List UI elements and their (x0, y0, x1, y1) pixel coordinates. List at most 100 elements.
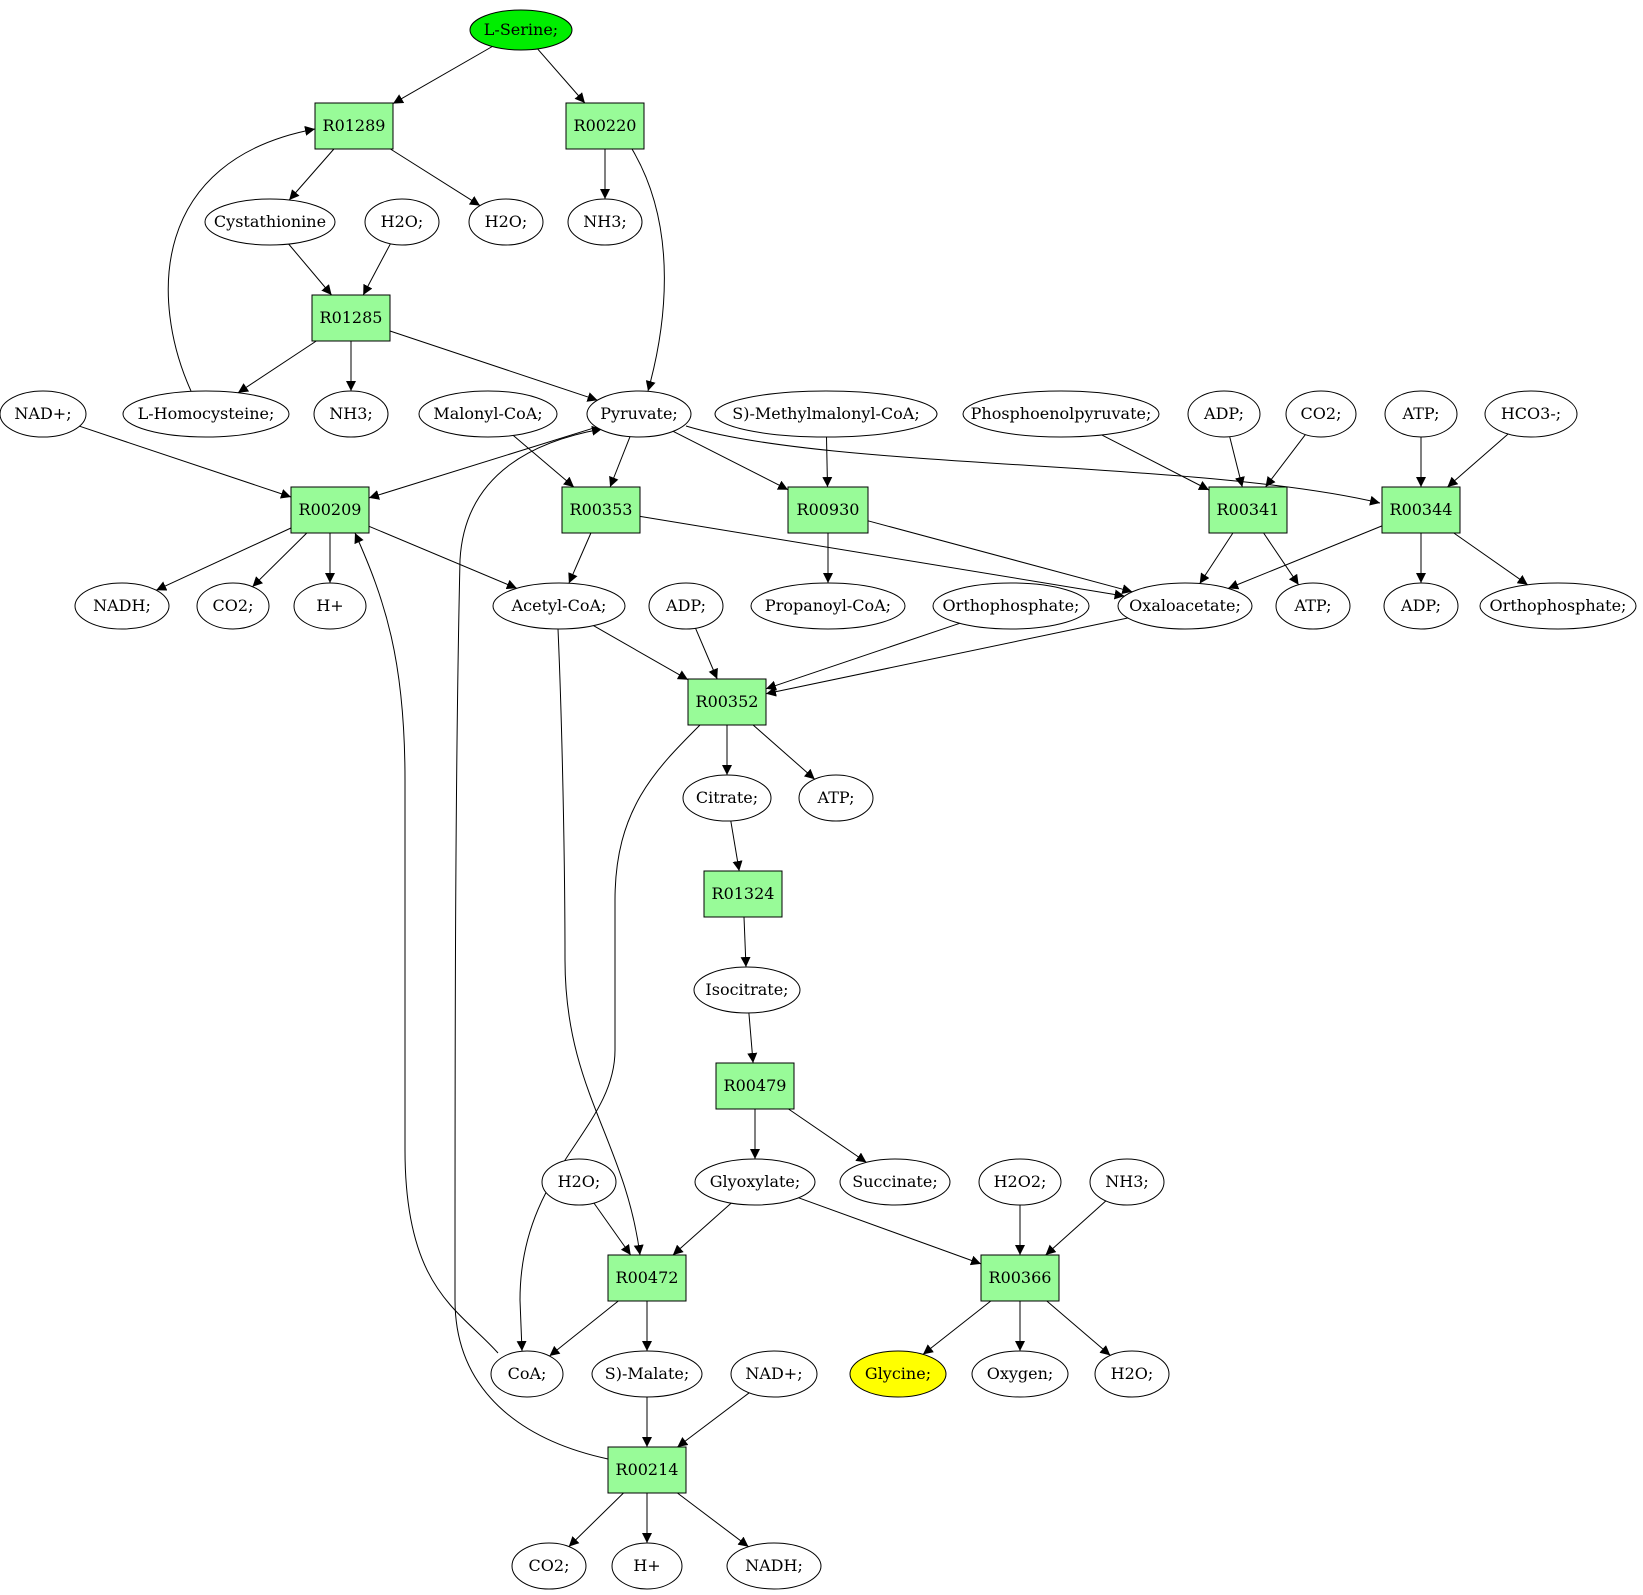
metabolite-ellipse (849, 1350, 947, 1398)
node-label: R01324 (712, 884, 775, 903)
edge-n_hco3-to-r00344 (1447, 433, 1509, 488)
metabolite-node-n_h2o_b[interactable]: H2O; (468, 198, 544, 246)
metabolite-ellipse (364, 198, 440, 246)
reaction-box (607, 1254, 687, 1302)
edge-n_pyr-to-r00209 (368, 426, 597, 500)
reaction-node-r01324[interactable]: R01324 (703, 870, 783, 918)
node-label: L-Serine; (484, 20, 558, 39)
node-label: ADP; (1203, 404, 1244, 423)
metabolite-ellipse (511, 1542, 587, 1590)
metabolite-node-n_glyox[interactable]: Glyoxylate; (694, 1158, 816, 1206)
metabolite-node-n_pep[interactable]: Phosphoenolpyruvate; (962, 390, 1160, 438)
edge-n_h2o_c-to-r00472 (593, 1202, 632, 1256)
metabolite-node-n_atp_c[interactable]: ATP; (798, 774, 874, 822)
metabolite-node-n_smmcoa[interactable]: S)-Methylmalonyl-CoA; (714, 390, 938, 438)
metabolite-node-n_h2o2[interactable]: H2O2; (978, 1158, 1062, 1206)
metabolite-node-n_pi_a[interactable]: Orthophosphate; (932, 582, 1090, 630)
metabolite-node-n_malcoa[interactable]: Malonyl-CoA; (418, 390, 558, 438)
edge-r00353-to-n_accoa (568, 532, 592, 584)
reaction-node-r00214[interactable]: R00214 (607, 1446, 687, 1494)
metabolite-ellipse (0, 390, 87, 438)
reaction-node-r00209[interactable]: R00209 (290, 486, 370, 534)
reaction-node-r00220[interactable]: R00220 (565, 102, 645, 150)
metabolite-node-n_co2_a[interactable]: CO2; (1285, 390, 1357, 438)
metabolite-node-n_h2o_d[interactable]: H2O; (1094, 1350, 1170, 1398)
metabolite-node-n_coa[interactable]: CoA; (490, 1350, 564, 1398)
reaction-node-r01289[interactable]: R01289 (314, 102, 394, 150)
node-label: R01289 (323, 116, 386, 135)
metabolite-node-n_h2o_c[interactable]: H2O; (541, 1158, 617, 1206)
edge-r00344-to-n_oaa (1228, 525, 1383, 590)
metabolite-node-n_smal[interactable]: S)-Malate; (591, 1350, 703, 1398)
metabolite-ellipse (586, 390, 692, 438)
metabolite-node-n_co2_c[interactable]: CO2; (511, 1542, 587, 1590)
edge-r00366-to-n_glycine (922, 1300, 992, 1355)
reaction-box (290, 486, 370, 534)
metabolite-node-n_propcoa[interactable]: Propanoyl-CoA; (750, 582, 906, 630)
metabolite-node-n_atp_b[interactable]: ATP; (1275, 582, 1351, 630)
node-label: R00220 (574, 116, 637, 135)
reaction-node-r01285[interactable]: R01285 (311, 294, 391, 342)
metabolite-ellipse (418, 390, 558, 438)
edge-n_nh3_c-to-r00366 (1045, 1200, 1107, 1256)
metabolite-node-n_glycine[interactable]: Glycine; (849, 1350, 947, 1398)
metabolite-node-n_succ[interactable]: Succinate; (839, 1158, 951, 1206)
edge-r00366-to-n_h2o_d (1046, 1300, 1111, 1356)
metabolite-ellipse (469, 9, 573, 51)
metabolite-node-n_nh3_a[interactable]: NH3; (567, 198, 643, 246)
metabolite-node-n_oxy[interactable]: Oxygen; (971, 1350, 1069, 1398)
metabolite-node-n_hplus_b[interactable]: H+ (611, 1542, 683, 1590)
metabolite-node-n_pyr[interactable]: Pyruvate; (586, 390, 692, 438)
metabolite-ellipse (567, 198, 643, 246)
metabolite-ellipse (541, 1158, 617, 1206)
metabolite-node-n_icit[interactable]: Isocitrate; (693, 966, 801, 1014)
reaction-node-r00479[interactable]: R00479 (715, 1062, 795, 1110)
metabolite-node-n_pi_b[interactable]: Orthophosphate; (1479, 582, 1637, 630)
metabolite-node-n_adp_c[interactable]: ADP; (1383, 582, 1459, 630)
node-label: R00214 (616, 1460, 679, 1479)
node-label: Propanoyl-CoA; (765, 596, 891, 615)
edge-r00214-to-n_nadh_b (677, 1492, 749, 1548)
node-label: ATP; (1402, 404, 1440, 423)
reaction-node-r00472[interactable]: R00472 (607, 1254, 687, 1302)
metabolite-ellipse (122, 390, 290, 438)
metabolite-node-n_nadh_a[interactable]: NADH; (74, 582, 170, 630)
node-label: R01285 (320, 308, 383, 327)
node-label: NH3; (329, 404, 373, 423)
node-label: H2O; (1111, 1364, 1154, 1383)
metabolite-node-n_nh3_b[interactable]: NH3; (313, 390, 389, 438)
metabolite-node-n_serine[interactable]: L-Serine; (469, 9, 573, 51)
metabolite-node-n_hco3[interactable]: HCO3-; (1484, 390, 1578, 438)
metabolite-ellipse (693, 966, 801, 1014)
metabolite-node-n_nadh_b[interactable]: NADH; (726, 1542, 822, 1590)
reaction-node-r00344[interactable]: R00344 (1381, 486, 1461, 534)
metabolite-node-n_oaa[interactable]: Oxaloacetate; (1117, 582, 1253, 630)
metabolite-node-n_nad_a[interactable]: NAD+; (0, 390, 87, 438)
metabolite-ellipse (730, 1350, 818, 1398)
metabolite-node-n_adp_a[interactable]: ADP; (1187, 390, 1261, 438)
reaction-node-r00352[interactable]: R00352 (687, 678, 767, 726)
node-label: ATP; (817, 788, 855, 807)
metabolite-node-n_hplus_a[interactable]: H+ (293, 582, 367, 630)
reaction-node-r00341[interactable]: R00341 (1208, 486, 1288, 534)
metabolite-node-n_cysta[interactable]: Cystathionine (204, 198, 336, 246)
metabolite-node-n_h2o_a[interactable]: H2O; (364, 198, 440, 246)
reaction-node-r00930[interactable]: R00930 (787, 486, 869, 534)
edge-n_malcoa-to-r00353 (512, 435, 575, 488)
metabolite-node-n_nad_b[interactable]: NAD+; (730, 1350, 818, 1398)
metabolite-node-n_nh3_c[interactable]: NH3; (1089, 1158, 1165, 1206)
metabolite-node-n_cit[interactable]: Citrate; (682, 774, 772, 822)
metabolite-node-n_co2_b[interactable]: CO2; (196, 582, 270, 630)
metabolite-node-n_atp_a[interactable]: ATP; (1384, 390, 1458, 438)
metabolite-node-n_accoa[interactable]: Acetyl-CoA; (492, 582, 626, 630)
reaction-node-r00353[interactable]: R00353 (561, 486, 641, 534)
metabolite-ellipse (971, 1350, 1069, 1398)
reaction-box (565, 102, 645, 150)
reaction-node-r00366[interactable]: R00366 (980, 1254, 1060, 1302)
metabolite-node-n_adp_b[interactable]: ADP; (648, 582, 724, 630)
node-label: R00353 (570, 500, 633, 519)
reaction-box (311, 294, 391, 342)
edge-r00352-to-n_coa (516, 724, 701, 1352)
metabolite-node-n_lhcys[interactable]: L-Homocysteine; (122, 390, 290, 438)
